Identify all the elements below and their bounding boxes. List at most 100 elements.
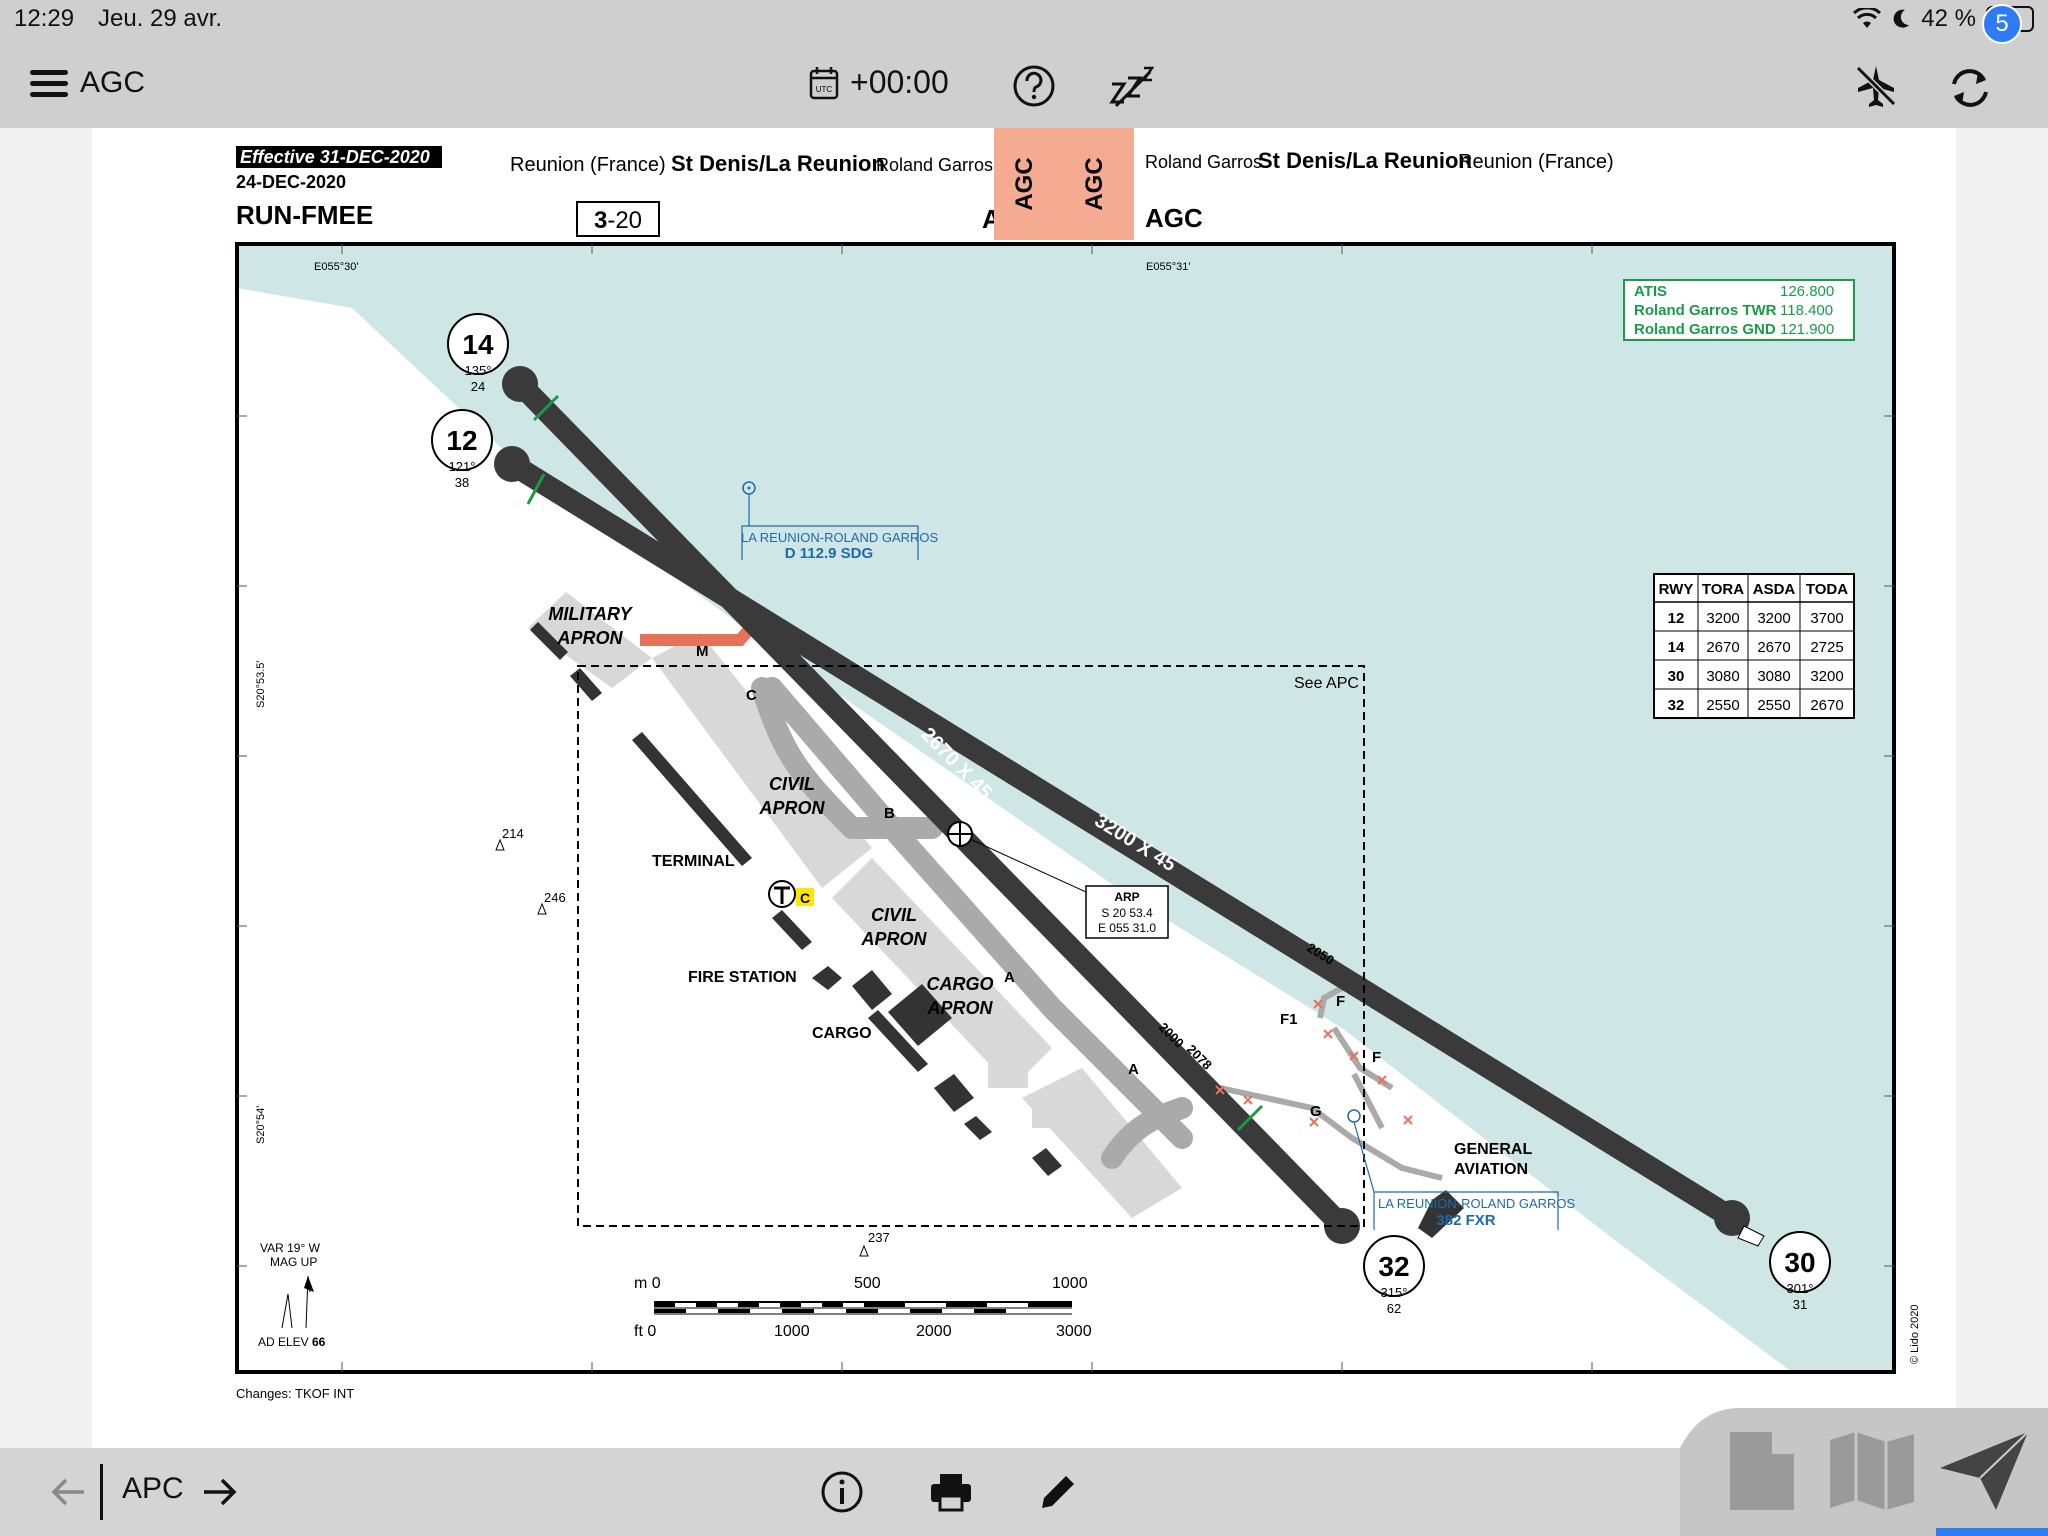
spot-height-icon — [859, 1244, 869, 1257]
edit-pencil-icon[interactable] — [1036, 1470, 1080, 1514]
table-cell: 2725 — [1810, 639, 1843, 656]
scale-bar — [654, 1301, 1072, 1315]
sleep-zzz-icon[interactable] — [1108, 62, 1158, 112]
chart-category-label[interactable]: APC — [122, 1472, 184, 1505]
general-aviation-label-1: GENERAL — [1454, 1141, 1532, 1158]
table-cell: 12 — [1668, 610, 1685, 627]
freq-value-twr: 118.400 — [1780, 302, 1833, 319]
print-icon[interactable] — [928, 1470, 974, 1514]
calendar-utc-icon[interactable]: UTC — [809, 66, 839, 100]
top-toolbar: AGC UTC +00:00 — [0, 44, 2048, 128]
lat-label-2: S20°54' — [255, 1106, 267, 1144]
status-date: Jeu. 29 avr. — [98, 5, 223, 32]
navaid-leader-2 — [1353, 1121, 1559, 1230]
civil-apron-1-label-1: CIVIL — [769, 774, 815, 794]
ad-elev-value: 66 — [312, 1335, 326, 1349]
battery-percent: 42 % — [1921, 5, 1976, 32]
twy-f1: F1 — [1280, 1011, 1298, 1028]
sync-count-badge: 5 — [1982, 4, 2022, 44]
rwy-end-12: 12 — [446, 425, 477, 456]
table-cell: 3080 — [1757, 668, 1790, 685]
airport-chart: Effective 31-DEC-2020 24-DEC-2020 RUN-FM… — [235, 128, 1921, 1401]
navaid-2-ident: 382 FXR — [1436, 1212, 1495, 1229]
rwy-end-32-hdg: 315° — [1381, 1285, 1408, 1300]
table-cell: 3200 — [1810, 668, 1843, 685]
arp-lat: S 20 53.4 — [1101, 906, 1153, 920]
military-apron-label-1: MILITARY — [548, 604, 633, 624]
table-header-tora: TORA — [1702, 581, 1744, 598]
header-right-type: AGC — [1145, 203, 1203, 233]
copyright: © Lido 2020 — [1909, 1305, 1921, 1365]
back-arrow-icon[interactable] — [48, 1472, 88, 1512]
tower-code-box — [796, 888, 814, 906]
twy-a-2: A — [1128, 1061, 1139, 1078]
sync-icon[interactable] — [1944, 62, 1996, 114]
rwy-end-14: 14 — [462, 329, 494, 360]
spot-height-icon — [495, 838, 505, 851]
spot-height-214: 214 — [502, 826, 524, 841]
flight-plan-tab-icon[interactable] — [1936, 1428, 2032, 1514]
navaid-1-ident: D 112.9 SDG — [785, 545, 873, 562]
scale-m-1000: 1000 — [1052, 1275, 1088, 1292]
map-tab-icon[interactable] — [1826, 1428, 1918, 1514]
document-tab-icon[interactable] — [1726, 1428, 1798, 1514]
table-cell: 2670 — [1706, 639, 1739, 656]
info-icon[interactable] — [820, 1470, 864, 1514]
taxiways — [751, 677, 1193, 1169]
magnetic-arrow-icon — [304, 1276, 314, 1292]
rwy-end-14-hdg: 135° — [465, 363, 492, 378]
icao-code: RUN-FMEE — [236, 200, 373, 230]
page-number: 3-20 — [594, 207, 642, 234]
rwy-end-30: 30 — [1784, 1247, 1815, 1278]
see-apc-box[interactable] — [577, 665, 1365, 1227]
buildings — [530, 622, 1464, 1238]
navaid-2-name: LA REUNION-ROLAND GARROS — [1378, 1196, 1576, 1211]
fire-station-label: FIRE STATION — [688, 969, 797, 986]
agc-tab — [994, 128, 1134, 240]
forward-arrow-icon[interactable] — [200, 1472, 240, 1512]
freq-name-gnd: Roland Garros GND — [1634, 321, 1776, 338]
civil-apron-2-label-1: CIVIL — [871, 905, 917, 925]
header-right-airport: Roland Garros — [1145, 152, 1262, 172]
header-left-airport: Roland Garros — [876, 155, 993, 175]
rwy-end-12-circle — [431, 409, 493, 471]
table-header-rwy: RWY — [1659, 581, 1694, 598]
table-cell: 2670 — [1810, 697, 1843, 714]
scale-m-500: 500 — [854, 1275, 881, 1292]
rwy-end-30-circle — [1769, 1231, 1831, 1293]
aprons — [528, 592, 1182, 1218]
agc-tab-label-left: AGC — [1011, 157, 1038, 210]
navaid-leader-1 — [741, 494, 919, 560]
twy-m: M — [696, 643, 709, 660]
spot-height-237: 237 — [868, 1230, 890, 1245]
airplane-off-icon[interactable] — [1852, 62, 1900, 110]
bottom-separator — [100, 1464, 103, 1520]
arp-box — [1085, 885, 1169, 939]
runway-12-30 — [494, 446, 1765, 1247]
map-frame — [235, 242, 1896, 1374]
status-bar: 12:29 Jeu. 29 avr. 42 % — [0, 0, 2048, 44]
taxiway-labels: M C B A A F F F1 G — [696, 643, 1381, 1120]
see-apc-label: See APC — [1294, 675, 1359, 692]
status-time: 12:29 — [14, 5, 75, 32]
table-cell: 2550 — [1757, 697, 1790, 714]
utc-icon-text: UTC — [816, 85, 833, 94]
table-cell: 3200 — [1706, 610, 1739, 627]
cargo-apron-label-1: CARGO — [927, 974, 994, 994]
stop-bars — [1215, 999, 1413, 1127]
variation: VAR 19° W — [260, 1241, 321, 1255]
page-number-box — [576, 201, 660, 237]
military-apron-label-2: APRON — [556, 628, 623, 648]
header-right-city: St Denis/La Reunion — [1258, 148, 1472, 173]
table-header-toda: TODA — [1806, 581, 1848, 598]
table-cell: 32 — [1668, 697, 1685, 714]
agc-tab-label-right: AGC — [1081, 157, 1108, 210]
table-header-asda: ASDA — [1753, 581, 1796, 598]
menu-icon[interactable] — [30, 68, 70, 100]
rwy-end-32-elev: 62 — [1387, 1301, 1401, 1316]
utc-offset[interactable]: +00:00 — [850, 64, 949, 100]
twy-c: C — [746, 687, 757, 704]
app-title[interactable]: AGC — [80, 66, 146, 99]
rwy-end-32-circle — [1363, 1235, 1425, 1297]
help-icon[interactable] — [1012, 64, 1056, 108]
